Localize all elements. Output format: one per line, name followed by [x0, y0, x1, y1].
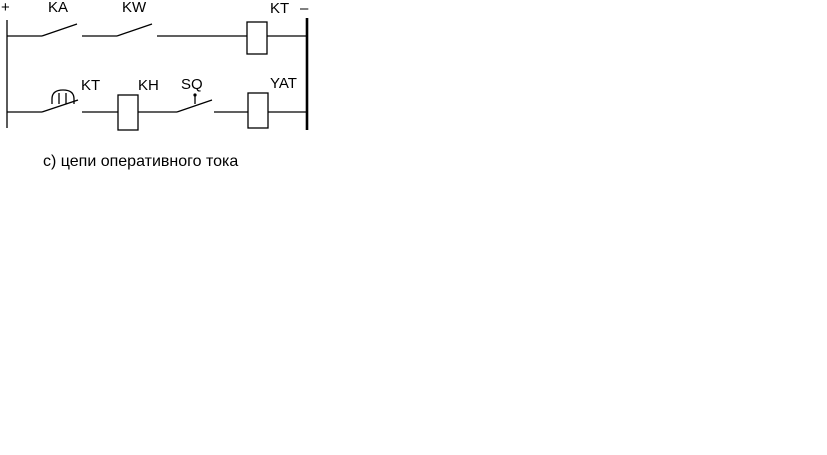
delay-arc-icon — [51, 89, 75, 104]
kh-label: KH — [138, 77, 159, 94]
minus-label: – — [300, 0, 309, 17]
kt-coil-label: KT — [270, 0, 289, 17]
kt-contact-label: KT — [81, 77, 100, 94]
row-2: KT KH SQ YAT — [7, 75, 307, 131]
sq-label: SQ — [181, 76, 203, 93]
ka-contact — [41, 23, 78, 37]
plus-label: + — [1, 0, 10, 16]
diagram-caption: с) цепи оперативного тока — [43, 153, 238, 170]
sq-contact — [176, 99, 213, 113]
sq-actuator-dot — [193, 93, 197, 97]
kt-coil — [246, 21, 268, 55]
ka-label: KA — [48, 0, 68, 16]
kw-label: KW — [122, 0, 147, 16]
kh-coil — [117, 94, 139, 131]
kt-delay-contact — [41, 99, 79, 113]
yat-label: YAT — [270, 75, 297, 92]
row-1: KA KW KT — [7, 0, 307, 55]
kw-contact — [116, 23, 153, 37]
yat-coil — [247, 92, 269, 129]
